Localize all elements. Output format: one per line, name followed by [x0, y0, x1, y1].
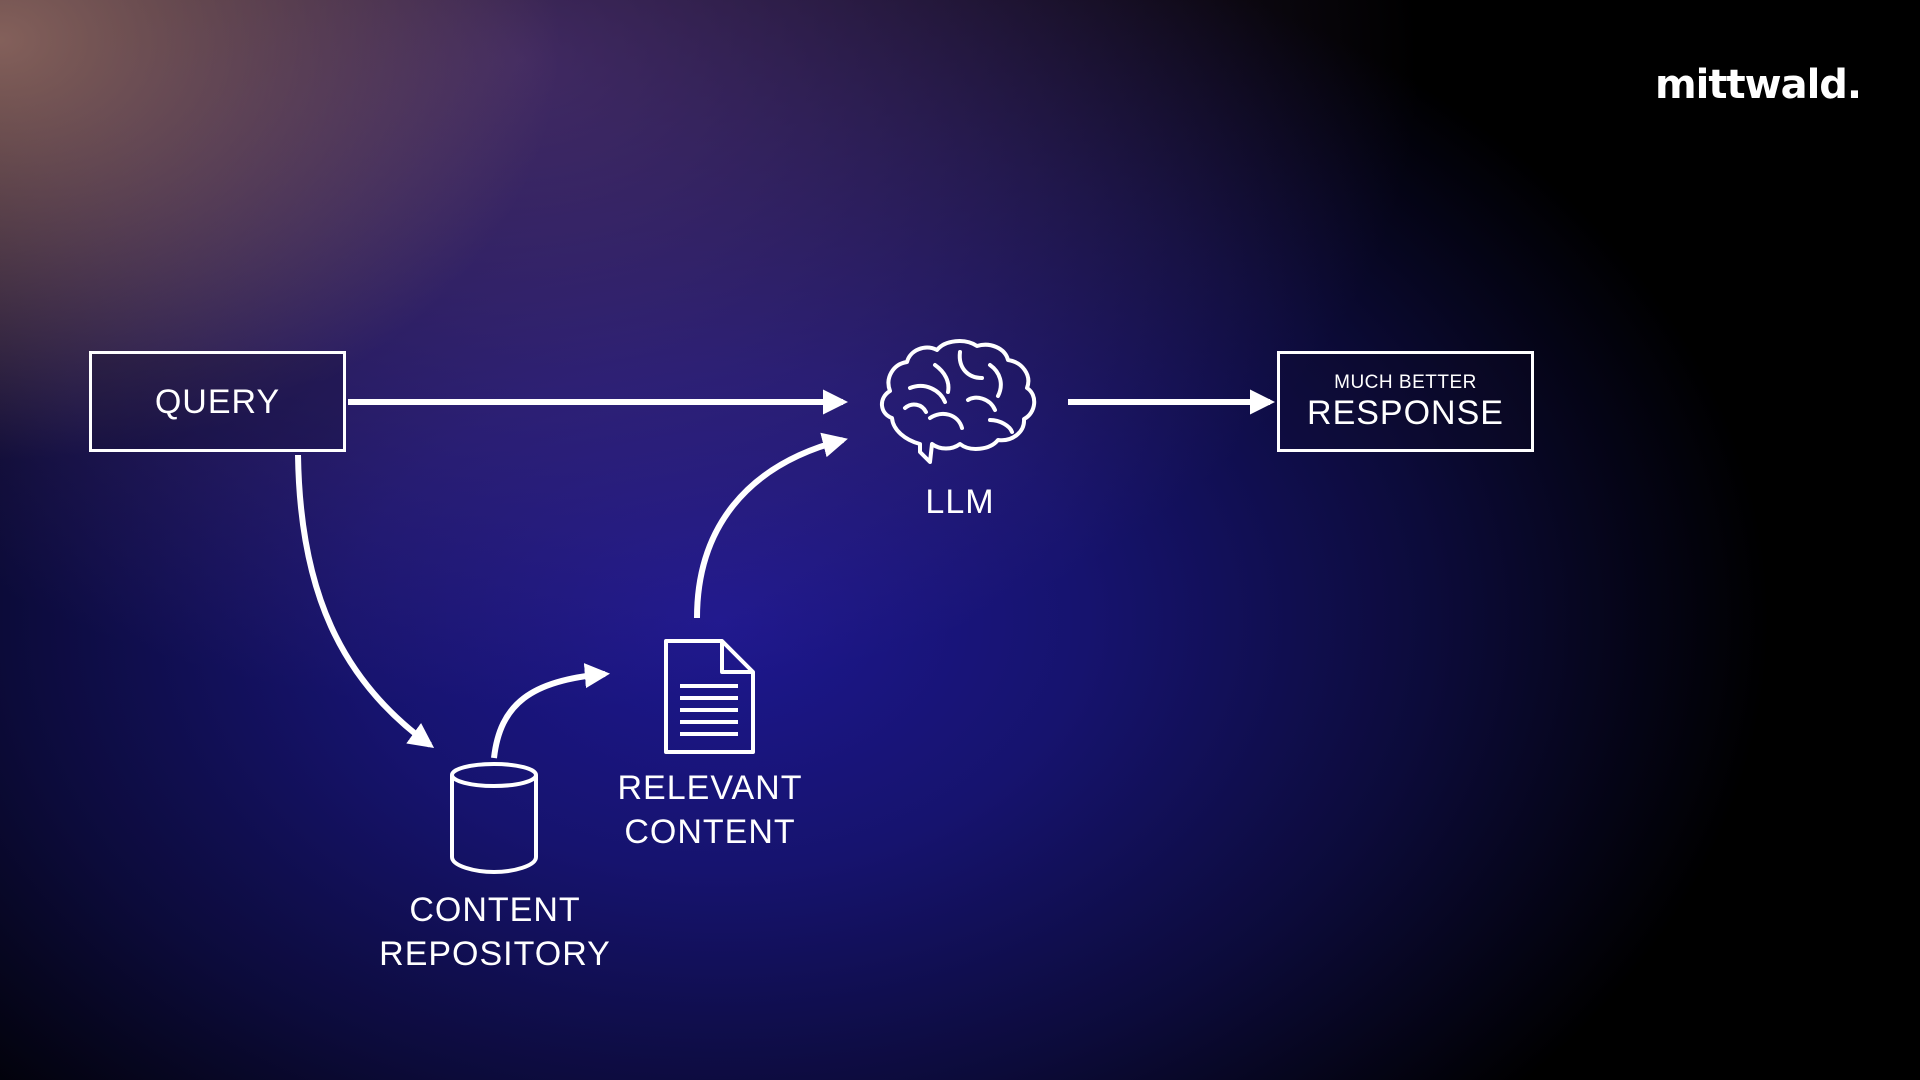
query-label: QUERY	[154, 382, 281, 421]
edge-query-to-repository	[295, 454, 435, 748]
edge-relevant-to-llm	[694, 432, 848, 619]
content-repository-label: CONTENT REPOSITORY	[360, 888, 630, 976]
relevant-content-label-line1: RELEVANT	[617, 769, 803, 807]
content-repository-label-line2: REPOSITORY	[379, 935, 611, 973]
content-repository-label-line1: CONTENT	[409, 891, 581, 929]
llm-label-text: LLM	[925, 483, 995, 521]
edge-repository-to-relevant	[491, 663, 611, 759]
document-icon	[664, 639, 755, 754]
response-sublabel: MUCH BETTER	[1334, 372, 1477, 393]
database-icon	[450, 762, 538, 875]
brand-logo: mittwald.	[1655, 62, 1862, 108]
relevant-content-label-line2: CONTENT	[624, 813, 796, 851]
response-label: RESPONSE	[1307, 394, 1504, 432]
llm-label: LLM	[890, 480, 1030, 524]
query-node: QUERY	[89, 351, 346, 452]
relevant-content-label: RELEVANT CONTENT	[590, 766, 830, 854]
brain-icon	[880, 339, 1037, 464]
response-node: MUCH BETTER RESPONSE	[1277, 351, 1534, 452]
